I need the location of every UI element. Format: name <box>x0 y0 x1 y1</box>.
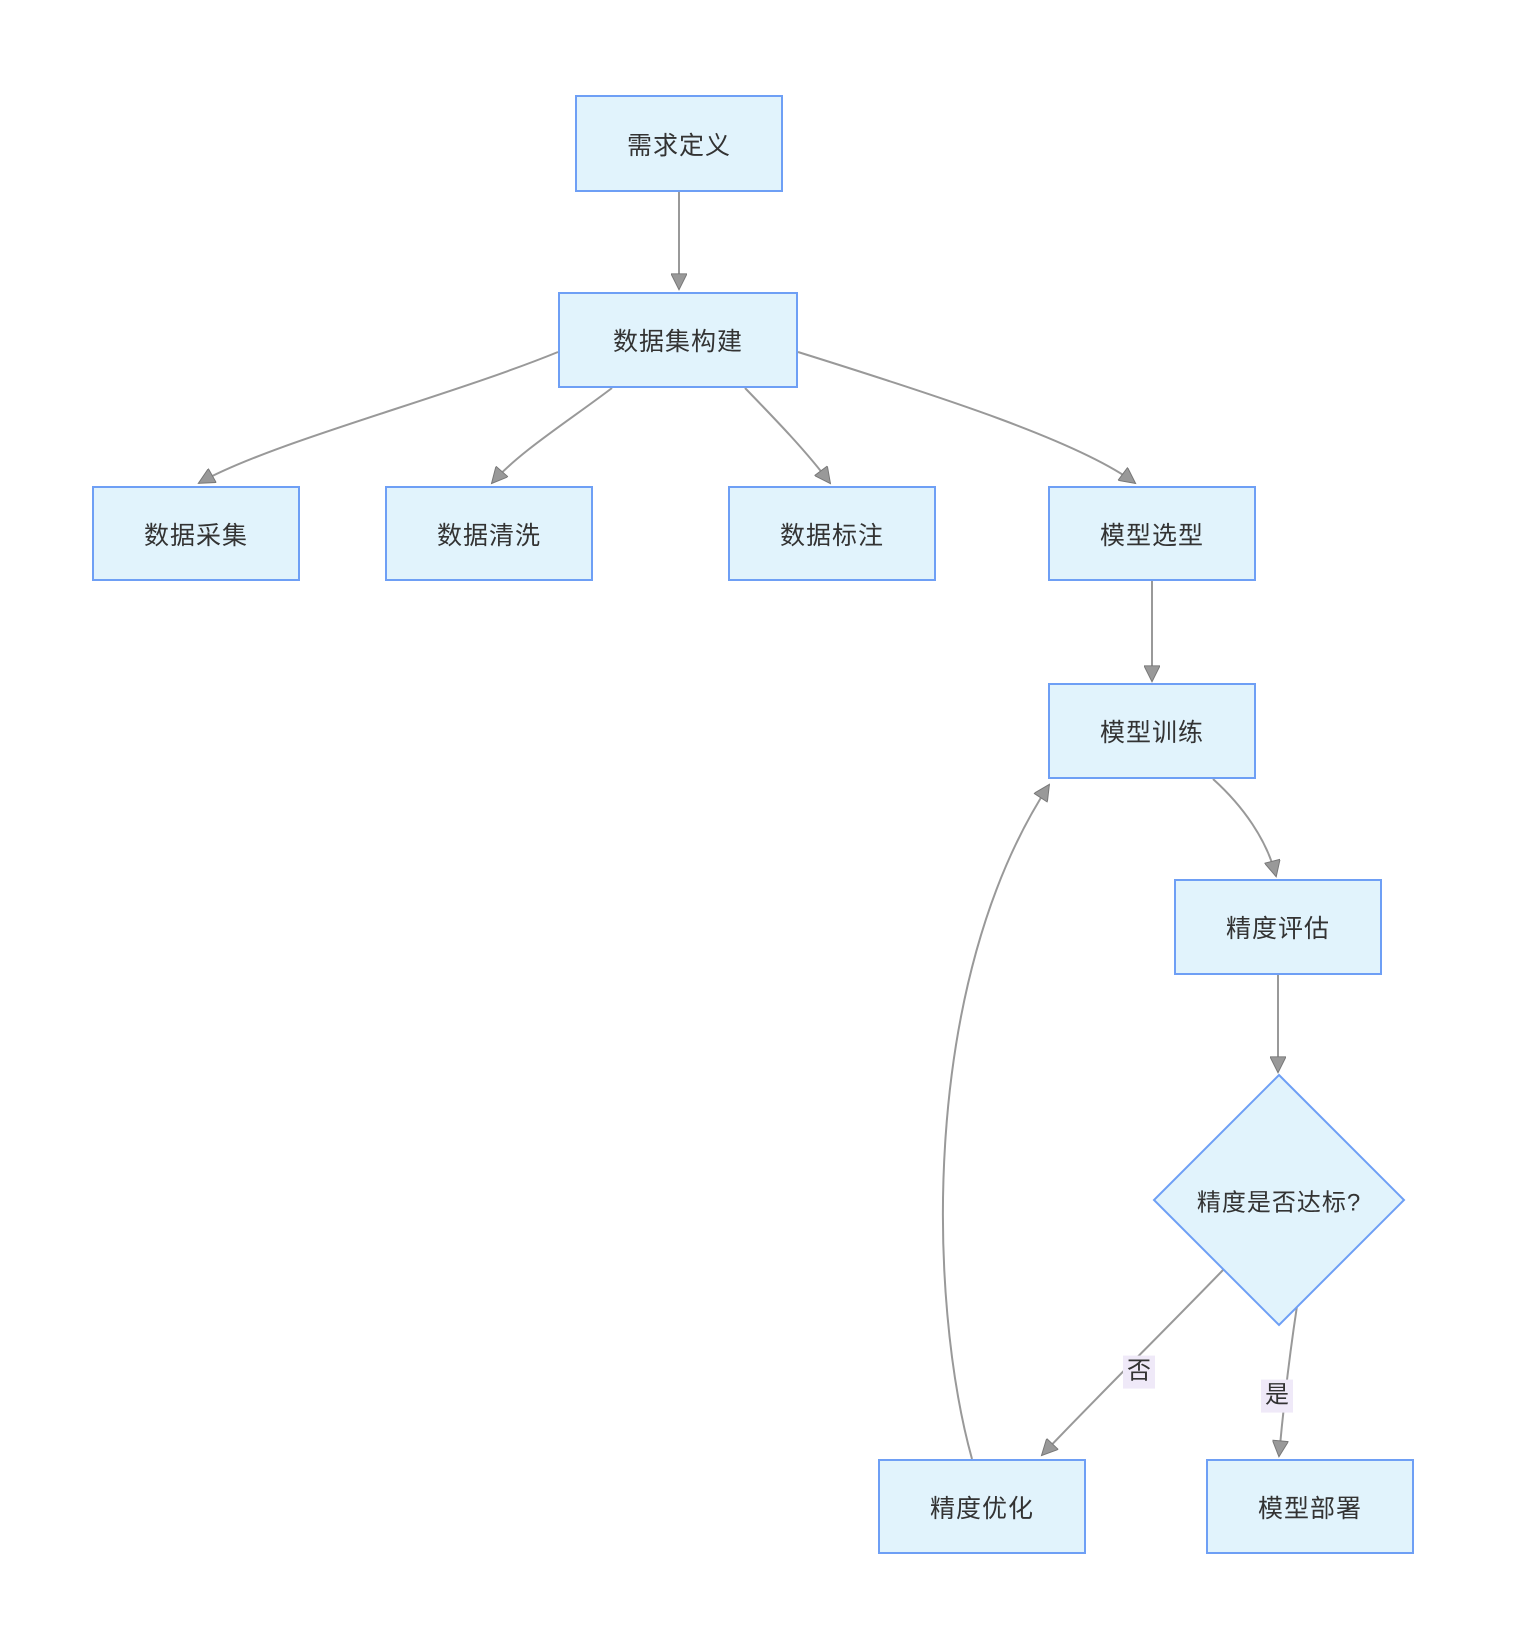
node-label: 数据标注 <box>779 521 884 550</box>
node-label: 数据集构建 <box>612 328 743 356</box>
node-label: 模型选型 <box>1099 521 1204 550</box>
node-model-training: 模型训练 <box>1048 683 1256 779</box>
node-data-annotation: 数据标注 <box>728 486 936 581</box>
node-accuracy-check-label: 精度是否达标? <box>1196 1189 1362 1217</box>
node-label: 模型部署 <box>1257 1494 1362 1523</box>
node-label: 需求定义 <box>626 131 731 160</box>
node-data-collection: 数据采集 <box>92 486 300 581</box>
node-accuracy-optimization: 精度优化 <box>878 1459 1086 1554</box>
node-model-deployment: 模型部署 <box>1206 1459 1414 1554</box>
node-label: 数据采集 <box>143 521 248 550</box>
edge-dataset-to-cleaning <box>492 387 613 483</box>
edge-label-no: 否 <box>1123 1355 1155 1389</box>
node-accuracy-evaluation: 精度评估 <box>1174 879 1382 975</box>
node-dataset-construction: 数据集构建 <box>558 292 798 388</box>
node-model-selection: 模型选型 <box>1048 486 1256 581</box>
edge-dataset-to-annotation <box>744 387 830 483</box>
node-label: 模型训练 <box>1099 719 1204 747</box>
node-requirements-definition: 需求定义 <box>575 95 783 192</box>
edge-dataset-to-collection <box>199 351 559 483</box>
edge-dataset-to-selection <box>797 351 1135 483</box>
edge-label-yes: 是 <box>1261 1379 1293 1413</box>
node-label: 精度评估 <box>1225 915 1330 943</box>
node-data-cleaning: 数据清洗 <box>385 486 593 581</box>
node-label: 精度优化 <box>929 1494 1034 1523</box>
edge-training-to-evaluation <box>1212 778 1276 876</box>
edge-optimization-to-training <box>941 785 1049 1460</box>
node-accuracy-check-shape <box>1152 1073 1406 1327</box>
node-label: 数据清洗 <box>436 521 541 550</box>
